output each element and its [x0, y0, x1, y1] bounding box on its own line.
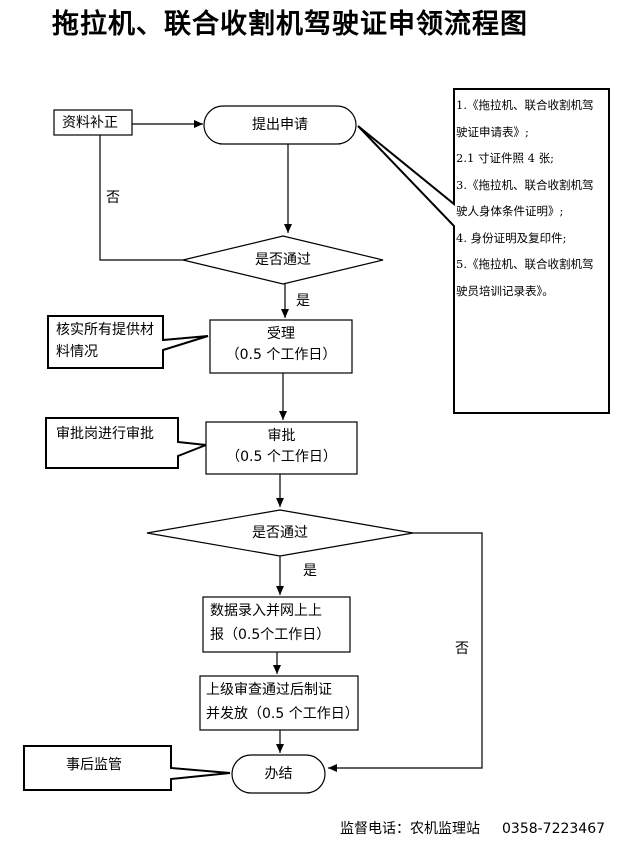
supplement-label: 资料补正	[62, 115, 118, 131]
requirements-callout-frame	[357, 88, 610, 414]
issue-label-1: 上级审查通过后制证	[206, 682, 332, 698]
requirement-item: 4. 身份证明及复印件;	[456, 230, 567, 245]
requirements-list: 1.《拖拉机、联合收割机驾驶证申请表》; 2.1 寸证件照 4 张; 3.《拖拉…	[456, 92, 601, 304]
verify-callout-line2: 料情况	[56, 344, 98, 360]
verify-callout-frame	[47, 315, 209, 369]
requirement-item: 3.《拖拉机、联合收割机驾驶人身体条件证明》;	[456, 177, 594, 219]
approve-post-callout-text: 审批岗进行审批	[56, 426, 154, 442]
requirement-item: 1.《拖拉机、联合收割机驾驶证申请表》;	[456, 98, 594, 139]
verify-callout-line1: 核实所有提供材	[56, 322, 154, 338]
phone-number: 0358-7223467	[502, 821, 606, 837]
supervise-callout-frame	[23, 745, 231, 791]
supplement-box	[53, 109, 133, 136]
requirement-item: 2.1 寸证件照 4 张;	[456, 151, 554, 165]
approve-post-callout-frame	[45, 417, 207, 469]
issue-box	[199, 675, 359, 731]
edge-no2	[328, 532, 483, 772]
check1-label: 是否通过	[255, 252, 311, 268]
check1-diamond	[182, 235, 384, 285]
apply-label: 提出申请	[252, 117, 308, 133]
page-title: 拖拉机、联合收割机驾驶证申领流程图	[52, 9, 528, 40]
supervise-callout-text: 事后监管	[66, 757, 122, 773]
approve-box	[205, 421, 358, 475]
edge-yes1-label: 是	[296, 293, 310, 309]
edge-no1-label: 否	[106, 190, 120, 206]
record-label-2: 报（0.5个工作日）	[210, 627, 331, 643]
approve-label-1: 审批	[267, 428, 296, 444]
check2-label: 是否通过	[252, 525, 308, 541]
done-label: 办结	[264, 766, 293, 782]
edge-no1	[99, 135, 183, 261]
issue-label-2: 并发放（0.5 个工作日）	[206, 706, 359, 722]
supervise-phone-label: 监督电话：农机监理站	[340, 821, 480, 837]
record-label-1: 数据录入并网上上	[210, 603, 322, 619]
edge-no2-label: 否	[455, 641, 469, 657]
edge-yes2-label: 是	[303, 563, 317, 579]
footer: 监督电话：农机监理站 0358-7223467	[340, 818, 627, 838]
apply-box	[203, 105, 357, 145]
accept-label-2: （0.5 个工作日）	[225, 347, 337, 363]
approve-label-2: （0.5 个工作日）	[226, 449, 337, 465]
requirement-item: 5.《拖拉机、联合收割机驾驶员培训记录表》。	[456, 257, 594, 298]
accept-label-1: 受理	[267, 326, 295, 342]
done-box	[231, 754, 326, 794]
accept-box	[209, 319, 353, 374]
